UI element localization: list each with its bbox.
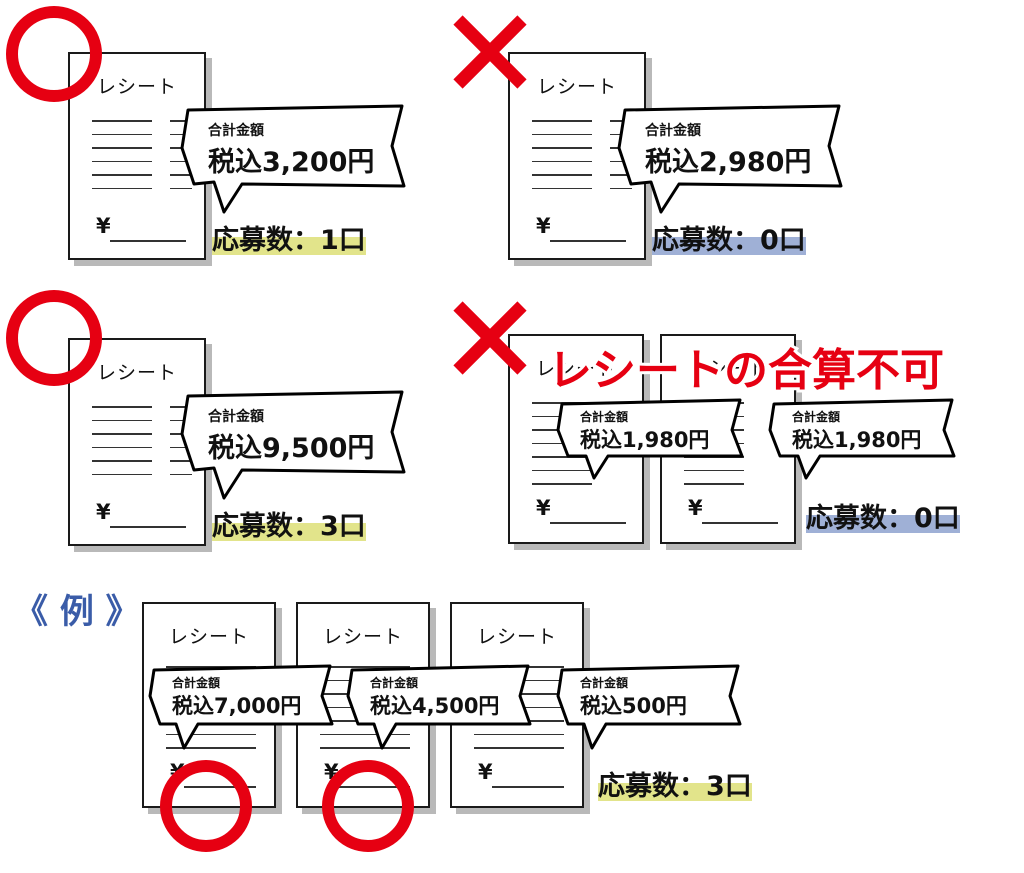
amount-text: 税込3,200円 xyxy=(208,147,375,178)
amount-text: 税込500円 xyxy=(580,694,687,718)
total-label: 合計金額 xyxy=(580,676,629,690)
ok-circle-icon xyxy=(160,760,252,852)
total-label: 合計金額 xyxy=(370,676,419,690)
amount-text: 税込1,980円 xyxy=(792,428,922,452)
entry-count: 応募数：0口 xyxy=(652,225,806,256)
ng-cross-icon xyxy=(453,15,527,89)
amount-text: 税込4,500円 xyxy=(370,694,500,718)
entry-count: 応募数：3口 xyxy=(598,771,752,802)
amount-text: 税込9,500円 xyxy=(208,433,375,464)
receipt-title: レシート xyxy=(687,358,768,380)
total-label: 合計金額 xyxy=(172,676,221,690)
speech-bubble: 合計金額 税込7,000円 xyxy=(148,664,336,750)
total-label: 合計金額 xyxy=(208,409,264,425)
total-label: 合計金額 xyxy=(580,410,629,424)
no-combine-note: レシートの合算不可 xyxy=(545,342,947,399)
total-label: 合計金額 xyxy=(792,410,841,424)
yen-symbol: ¥ xyxy=(96,214,111,238)
entry-count: 応募数：0口 xyxy=(806,503,960,534)
amount-text: 税込2,980円 xyxy=(645,147,812,178)
ok-circle-icon xyxy=(6,6,102,102)
total-label: 合計金額 xyxy=(645,123,701,139)
receipt-title: レシート xyxy=(535,358,616,380)
total-label: 合計金額 xyxy=(208,123,264,139)
receipt-title: レシート xyxy=(96,362,177,384)
receipt-2: レシート ¥ xyxy=(508,52,646,260)
entry-count: 応募数：3口 xyxy=(212,511,366,542)
speech-bubble: 合計金額 税込1,980円 xyxy=(768,398,958,480)
ok-circle-icon xyxy=(322,760,414,852)
yen-symbol: ¥ xyxy=(536,496,551,520)
ng-cross-icon xyxy=(453,301,527,375)
receipt-title: レシート xyxy=(168,626,249,648)
speech-bubble: 合計金額 税込1,980円 xyxy=(556,398,746,480)
speech-bubble: 合計金額 税込3,200円 xyxy=(180,104,410,214)
yen-symbol: ¥ xyxy=(536,214,551,238)
receipt-title: レシート xyxy=(476,626,557,648)
yen-symbol: ¥ xyxy=(688,496,703,520)
speech-bubble: 合計金額 税込2,980円 xyxy=(617,104,847,214)
receipt-title: レシート xyxy=(536,76,617,98)
speech-bubble: 合計金額 税込9,500円 xyxy=(180,390,410,500)
amount-text: 税込1,980円 xyxy=(580,428,710,452)
receipt-1: レシート ¥ xyxy=(68,52,206,260)
speech-bubble: 合計金額 税込500円 xyxy=(556,664,744,750)
yen-symbol: ¥ xyxy=(478,760,493,784)
receipt-3: レシート ¥ xyxy=(68,338,206,546)
entry-count: 応募数：1口 xyxy=(212,225,366,256)
receipt-title: レシート xyxy=(322,626,403,648)
yen-symbol: ¥ xyxy=(96,500,111,524)
receipt-title: レシート xyxy=(96,76,177,98)
speech-bubble: 合計金額 税込4,500円 xyxy=(346,664,534,750)
amount-text: 税込7,000円 xyxy=(172,694,302,718)
ok-circle-icon xyxy=(6,290,102,386)
example-label: 《 例 》 xyxy=(14,592,140,632)
